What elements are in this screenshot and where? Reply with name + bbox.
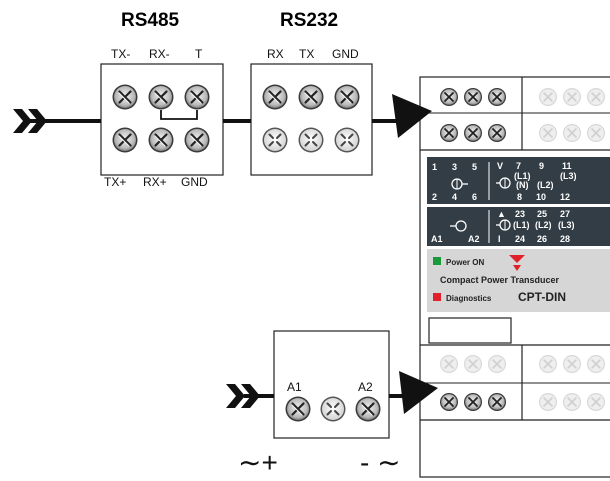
output-symbol-icon: [451, 178, 468, 190]
legend-24: 24: [515, 234, 525, 244]
diagnostics-led: [433, 293, 441, 301]
supply-symbol-icon: [450, 220, 467, 232]
comm-cable: [13, 94, 432, 138]
legend-25: 25: [537, 209, 547, 219]
legend-10: 10: [536, 192, 546, 202]
rs232-label-gnd: GND: [332, 47, 359, 61]
legend-4: 4: [452, 192, 457, 202]
rs485-label-tx-plus: TX+: [104, 175, 126, 189]
power-on-label: Power ON: [446, 258, 484, 267]
rs485-label-tx-minus: TX-: [111, 47, 130, 61]
rs485-terminal-block: [100, 63, 224, 176]
legend-arrow: ▲: [497, 209, 506, 219]
legend-7: 7: [516, 161, 521, 171]
legend-6: 6: [472, 192, 477, 202]
power-terminal-block: [273, 330, 390, 439]
legend-a2: A2: [468, 234, 480, 244]
legend-n: (N): [516, 180, 529, 190]
rs232-label-tx: TX: [299, 47, 314, 61]
double-chevron-icon: [226, 384, 260, 408]
legend-a1: A1: [431, 234, 443, 244]
label-window: [428, 317, 512, 344]
power-cable: [226, 371, 438, 414]
arrow-head-icon: [392, 94, 432, 138]
rs485-label-rx-minus: RX-: [149, 47, 170, 61]
legend-23: 23: [515, 209, 525, 219]
legend-l3b: (L3): [558, 220, 575, 230]
terminal-legend-upper: 1 3 5 2 4 6 V 7 9 11 (L1) (N) (L2) (L3) …: [427, 157, 610, 204]
terminal-legend-lower: A1 A2 ▲ 23 25 27 (L1) (L2) (L3) I 24 26 …: [427, 207, 610, 246]
ac-plus-symbol: ∼+: [238, 447, 278, 478]
ac-minus-symbol: - ∼: [360, 447, 401, 478]
rs232-terminal-block: [250, 63, 373, 176]
legend-12: 12: [560, 192, 570, 202]
warning-icon: [509, 255, 525, 263]
diagnostics-label: Diagnostics: [446, 294, 492, 303]
legend-l1b: (L1): [513, 220, 530, 230]
legend-l1: (L1): [514, 171, 531, 181]
legend-2: 2: [432, 192, 437, 202]
termination-jumper: [160, 110, 198, 120]
rs485-label-t: T: [195, 47, 203, 61]
power-label-a2: A2: [358, 380, 373, 394]
rs485-label-rx-plus: RX+: [143, 175, 167, 189]
legend-l2: (L2): [537, 180, 554, 190]
device-subtitle: Compact Power Transducer: [440, 275, 560, 285]
voltage-input-icon: [496, 177, 511, 189]
legend-1: 1: [432, 162, 437, 172]
power-label-a1: A1: [287, 380, 302, 394]
power-on-led: [433, 257, 441, 265]
legend-v: V: [497, 161, 503, 171]
legend-l3: (L3): [560, 171, 577, 181]
legend-28: 28: [560, 234, 570, 244]
legend-3: 3: [452, 162, 457, 172]
legend-i: I: [498, 234, 501, 244]
rs232-label-rx: RX: [267, 47, 284, 61]
arrow-head-icon: [399, 371, 438, 414]
legend-26: 26: [537, 234, 547, 244]
double-chevron-icon: [13, 109, 47, 133]
status-panel: Power ON Compact Power Transducer Diagno…: [427, 249, 610, 312]
legend-l2b: (L2): [535, 220, 552, 230]
legend-5: 5: [472, 162, 477, 172]
legend-9: 9: [539, 161, 544, 171]
rs232-title: RS232: [280, 10, 338, 31]
device-model: CPT-DIN: [518, 290, 566, 304]
legend-8: 8: [517, 192, 522, 202]
current-input-icon: [496, 219, 511, 231]
legend-27: 27: [560, 209, 570, 219]
rs485-label-gnd: GND: [181, 175, 208, 189]
legend-11: 11: [562, 161, 572, 171]
rs485-title: RS485: [121, 10, 180, 31]
